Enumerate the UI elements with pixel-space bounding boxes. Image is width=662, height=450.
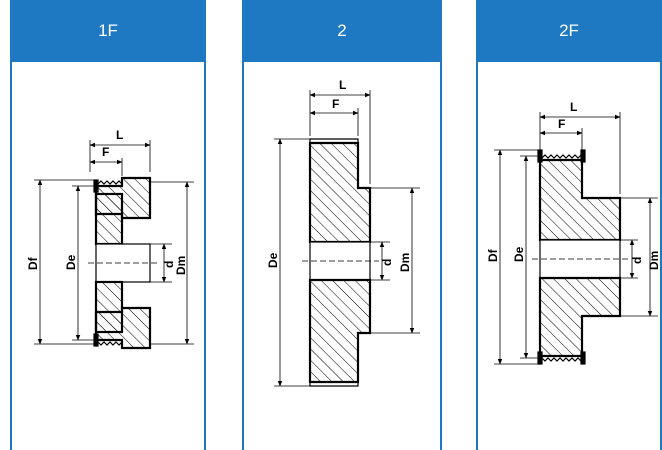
label-L: L: [339, 78, 346, 92]
label-F: F: [558, 117, 565, 131]
label-d: d: [380, 259, 394, 266]
pulley-section-top: [538, 158, 622, 242]
pulley-2f-drawing: L F Df De d Dm: [486, 100, 661, 365]
panel-title: 2: [242, 0, 442, 62]
pulley-section-bottom: [308, 278, 372, 384]
panel-1f: 1F: [10, 0, 206, 450]
label-d: d: [162, 261, 176, 268]
label-De: De: [64, 254, 78, 270]
pulley-section-top: [308, 141, 372, 244]
bore: [95, 243, 151, 283]
label-Dm: Dm: [647, 251, 661, 270]
label-L: L: [116, 128, 123, 142]
panel-2f: 2F: [476, 0, 662, 450]
pulley-section-bottom: [94, 306, 152, 350]
label-F: F: [332, 97, 339, 111]
label-Df: Df: [26, 256, 40, 270]
flange-bottom-right: [580, 351, 586, 365]
label-F: F: [102, 145, 109, 159]
pulley-section-bottom: [538, 276, 622, 358]
label-Df: Df: [486, 248, 500, 262]
panel-title: 1F: [10, 0, 206, 62]
label-d: d: [630, 257, 644, 264]
label-Dm: Dm: [398, 253, 412, 272]
flange-top-right: [580, 149, 586, 163]
hub-top: [94, 192, 124, 246]
label-De: De: [266, 252, 280, 268]
pulley-1f-drawing: L F Df De d Dm: [26, 128, 194, 350]
panel-title: 2F: [476, 0, 662, 62]
pulley-2-drawing: L F De d Dm: [266, 78, 420, 387]
label-L: L: [570, 100, 577, 114]
label-De: De: [512, 246, 526, 262]
panel-2: 2: [242, 0, 442, 450]
label-Dm: Dm: [174, 256, 188, 275]
